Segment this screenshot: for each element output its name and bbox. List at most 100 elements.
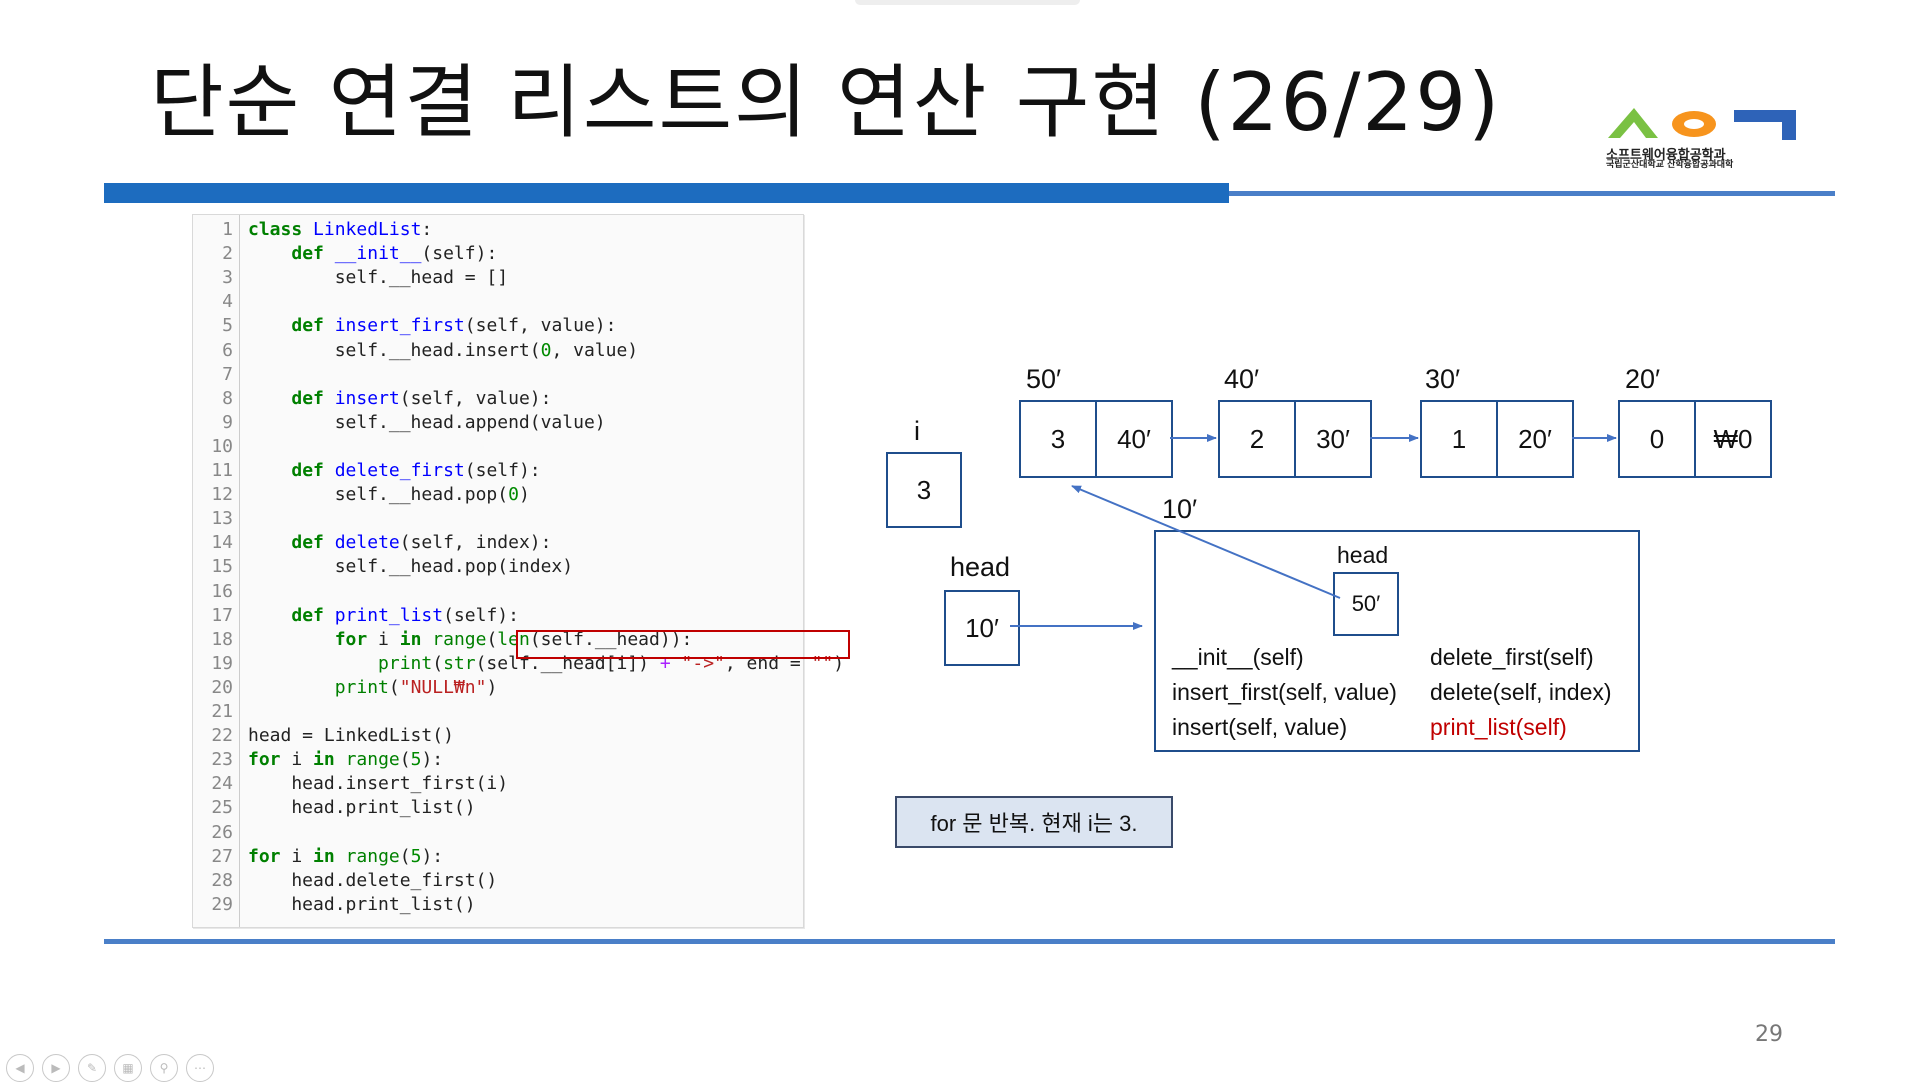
line-number: 4 bbox=[222, 291, 233, 313]
code-panel: 1 class LinkedList:2 def __init__(self):3… bbox=[192, 214, 850, 928]
code-text: head.delete_first() bbox=[248, 869, 498, 891]
code-line: 12 self.__head.pop(0) bbox=[193, 483, 803, 507]
linkedlist-object: head 50′ __init__(self) insert_first(sel… bbox=[1154, 530, 1640, 752]
node-data: 0 bbox=[1649, 423, 1665, 454]
code-text: self.__head.insert(0, value) bbox=[248, 339, 639, 361]
code-text: for i in range(5): bbox=[248, 845, 444, 867]
header-line bbox=[1229, 191, 1835, 196]
line-number: 16 bbox=[211, 580, 233, 602]
node-address: 50′ bbox=[1026, 364, 1062, 394]
line-number: 12 bbox=[211, 484, 233, 506]
code-text: self.__head.pop(0) bbox=[248, 484, 530, 506]
line-number: 5 bbox=[222, 315, 233, 337]
node-data: 3 bbox=[1050, 423, 1066, 454]
code-line: 9 self.__head.append(value) bbox=[193, 411, 803, 435]
code-line: 20 print("NULL₩n") bbox=[193, 676, 803, 700]
code-line: 17 def print_list(self): bbox=[193, 604, 803, 628]
back-icon[interactable]: ◀ bbox=[6, 1054, 34, 1082]
code-line: 25 head.print_list() bbox=[193, 796, 803, 820]
method-insert: insert(self, value) bbox=[1172, 714, 1348, 740]
code-line: 21 bbox=[193, 700, 803, 724]
method-delete: delete(self, index) bbox=[1430, 679, 1612, 705]
department-logo bbox=[1608, 108, 1796, 140]
line-number: 15 bbox=[211, 556, 233, 578]
code-line: 28 head.delete_first() bbox=[193, 869, 803, 893]
code-line: 22 head = LinkedList() bbox=[193, 724, 803, 748]
code-text: def delete(self, index): bbox=[291, 532, 552, 554]
line-number: 22 bbox=[211, 725, 233, 747]
line-number: 14 bbox=[211, 532, 233, 554]
code-line: 1 class LinkedList: bbox=[193, 218, 803, 242]
code-line: 26 bbox=[193, 821, 803, 845]
forward-icon[interactable]: ▶ bbox=[42, 1054, 70, 1082]
slideshow-controls: ◀ ▶ ✎ ▦ ⚲ ⋯ bbox=[6, 1054, 214, 1082]
line-number: 17 bbox=[211, 604, 233, 626]
node-address: 30′ bbox=[1425, 364, 1461, 394]
line-number: 1 bbox=[222, 219, 233, 240]
slides-icon[interactable]: ▦ bbox=[114, 1054, 142, 1082]
code-line: 10 bbox=[193, 435, 803, 459]
header-bar bbox=[104, 183, 1229, 203]
line-number: 20 bbox=[211, 676, 233, 698]
code-line: 2 def __init__(self): bbox=[193, 242, 803, 266]
node-link: 20′ bbox=[1496, 402, 1572, 476]
code-text: def insert(self, value): bbox=[291, 387, 552, 409]
head-label: head bbox=[950, 552, 1011, 582]
node-data: 1 bbox=[1451, 423, 1467, 454]
object-head-box: 50′ bbox=[1333, 572, 1399, 636]
method-delete-first: delete_first(self) bbox=[1430, 644, 1594, 670]
list-node: 0 ₩0 bbox=[1618, 400, 1772, 478]
object-address: 10′ bbox=[1162, 494, 1198, 524]
list-node: 3 40′ bbox=[1019, 400, 1173, 478]
line-number: 18 bbox=[211, 628, 233, 650]
code-line: 11 def delete_first(self): bbox=[193, 459, 803, 483]
slide-title: 단순 연결 리스트의 연산 구현 (26/29) bbox=[150, 56, 1502, 149]
line-number: 26 bbox=[211, 821, 233, 843]
line-number: 19 bbox=[211, 652, 233, 674]
code-text: head.insert_first(i) bbox=[248, 773, 509, 795]
code-line: 14 def delete(self, index): bbox=[193, 531, 803, 555]
code-text: def __init__(self): bbox=[291, 243, 498, 265]
line-number: 3 bbox=[222, 267, 233, 289]
list-node: 1 20′ bbox=[1420, 400, 1574, 478]
line-number: 9 bbox=[222, 411, 233, 433]
footer-line bbox=[104, 939, 1835, 944]
line-number-gutter bbox=[193, 215, 240, 927]
list-node: 2 30′ bbox=[1218, 400, 1372, 478]
line-number: 10 bbox=[211, 435, 233, 457]
code-line: 8 def insert(self, value): bbox=[193, 387, 803, 411]
head-variable-box: 10′ bbox=[944, 590, 1020, 666]
code-text: class LinkedList: bbox=[248, 219, 433, 240]
code-line: 24 head.insert_first(i) bbox=[193, 772, 803, 796]
pen-icon[interactable]: ✎ bbox=[78, 1054, 106, 1082]
code-line: 5 def insert_first(self, value): bbox=[193, 314, 803, 338]
code-line: 3 self.__head = [] bbox=[193, 266, 803, 290]
code-text: self.__head.pop(index) bbox=[248, 556, 574, 578]
node-data: 2 bbox=[1249, 423, 1265, 454]
status-note: for 문 반복. 현재 i는 3. bbox=[895, 796, 1173, 848]
line-number: 24 bbox=[211, 773, 233, 795]
line-number: 11 bbox=[211, 460, 233, 481]
code-line: 27 for i in range(5): bbox=[193, 845, 803, 869]
more-icon[interactable]: ⋯ bbox=[186, 1054, 214, 1082]
code-text: def print_list(self): bbox=[291, 604, 519, 626]
logo-text: 소프트웨어융합공학과 bbox=[1606, 148, 1726, 163]
code-line: 29 head.print_list() bbox=[193, 893, 803, 917]
code-line: 7 bbox=[193, 363, 803, 387]
code-text: for i in range(len(self.__head)): bbox=[334, 628, 693, 650]
code-line: 4 bbox=[193, 290, 803, 314]
i-label: i bbox=[914, 416, 920, 446]
line-number: 27 bbox=[211, 845, 233, 867]
code-line: 15 self.__head.pop(index) bbox=[193, 555, 803, 579]
line-number: 25 bbox=[211, 797, 233, 819]
highlight-box bbox=[516, 630, 850, 659]
line-number: 7 bbox=[222, 363, 233, 385]
top-tab bbox=[855, 0, 1080, 5]
node-address: 40′ bbox=[1224, 364, 1260, 394]
zoom-icon[interactable]: ⚲ bbox=[150, 1054, 178, 1082]
method-print-list: print_list(self) bbox=[1430, 714, 1567, 740]
node-link: 30′ bbox=[1294, 402, 1370, 476]
line-number: 21 bbox=[211, 701, 233, 722]
code-text: head = LinkedList() bbox=[248, 725, 454, 747]
code-text: head.print_list() bbox=[248, 893, 476, 915]
